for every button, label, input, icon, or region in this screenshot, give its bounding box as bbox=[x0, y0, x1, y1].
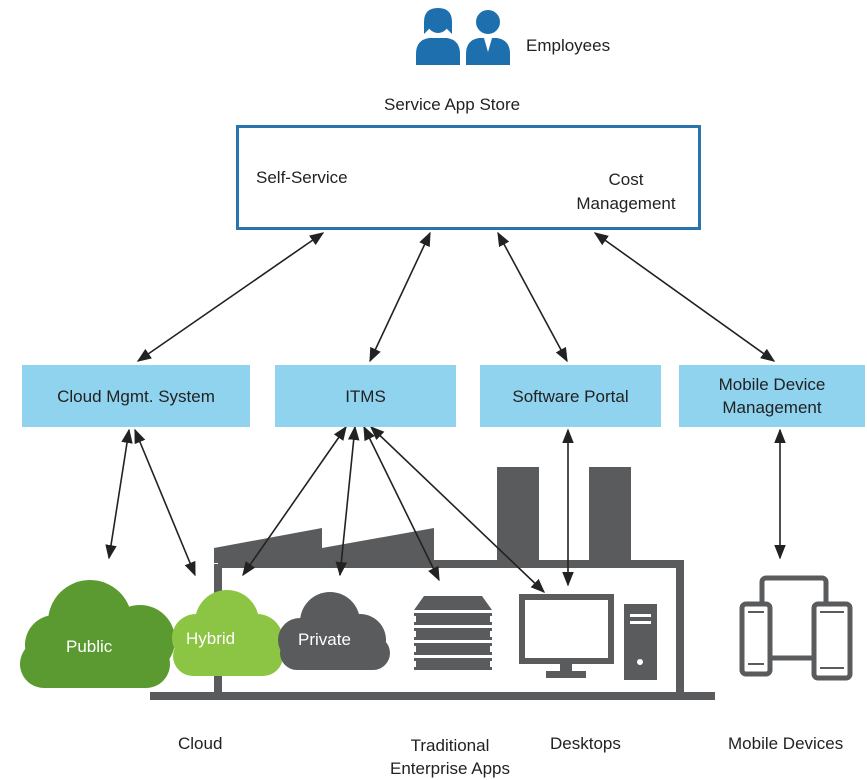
store-title: Service App Store bbox=[384, 95, 521, 114]
desktop-monitor-icon bbox=[519, 594, 614, 678]
public-cloud-icon bbox=[20, 580, 175, 688]
cost-management-label: Cost Management bbox=[556, 168, 696, 216]
mobile-device-management-box: Mobile Device Management bbox=[679, 365, 865, 427]
cost-label-line2: Management bbox=[576, 194, 676, 213]
self-service-label: Self-Service bbox=[256, 168, 348, 187]
itms-box: ITMS bbox=[275, 365, 456, 427]
mdm-label-line1: Mobile Device bbox=[718, 375, 826, 394]
private-cloud-label: Private bbox=[298, 630, 351, 649]
hybrid-cloud-label: Hybrid bbox=[186, 629, 236, 648]
traditional-apps-footer-label: Traditional Enterprise Apps bbox=[372, 734, 528, 780]
hybrid-cloud-icon bbox=[172, 590, 283, 676]
software-portal-box: Software Portal bbox=[480, 365, 661, 427]
server-rack-icon bbox=[410, 596, 496, 670]
traditional-line1: Traditional bbox=[410, 736, 490, 755]
connection-arrows bbox=[105, 231, 786, 593]
pc-tower-icon bbox=[624, 604, 657, 680]
private-cloud-icon bbox=[278, 592, 390, 670]
mobile-devices-footer-label: Mobile Devices bbox=[728, 734, 844, 753]
cloud-mgmt-label: Cloud Mgmt. System bbox=[57, 386, 215, 406]
service-app-store-box bbox=[236, 125, 701, 230]
itms-label: ITMS bbox=[345, 386, 386, 406]
employee-male-icon bbox=[466, 10, 510, 65]
desktops-footer-label: Desktops bbox=[550, 734, 621, 753]
public-cloud-label: Public bbox=[66, 637, 113, 656]
software-portal-label: Software Portal bbox=[512, 386, 629, 406]
cost-label-line1: Cost bbox=[608, 170, 644, 189]
cloud-mgmt-system-box: Cloud Mgmt. System bbox=[22, 365, 250, 427]
employees-label: Employees bbox=[526, 36, 611, 55]
traditional-line2: Enterprise Apps bbox=[389, 759, 510, 778]
mobile-devices-icon bbox=[739, 575, 853, 681]
cloud-footer-label: Cloud bbox=[178, 734, 223, 753]
employee-female-icon bbox=[416, 8, 460, 65]
mdm-label-line2: Management bbox=[722, 398, 822, 417]
